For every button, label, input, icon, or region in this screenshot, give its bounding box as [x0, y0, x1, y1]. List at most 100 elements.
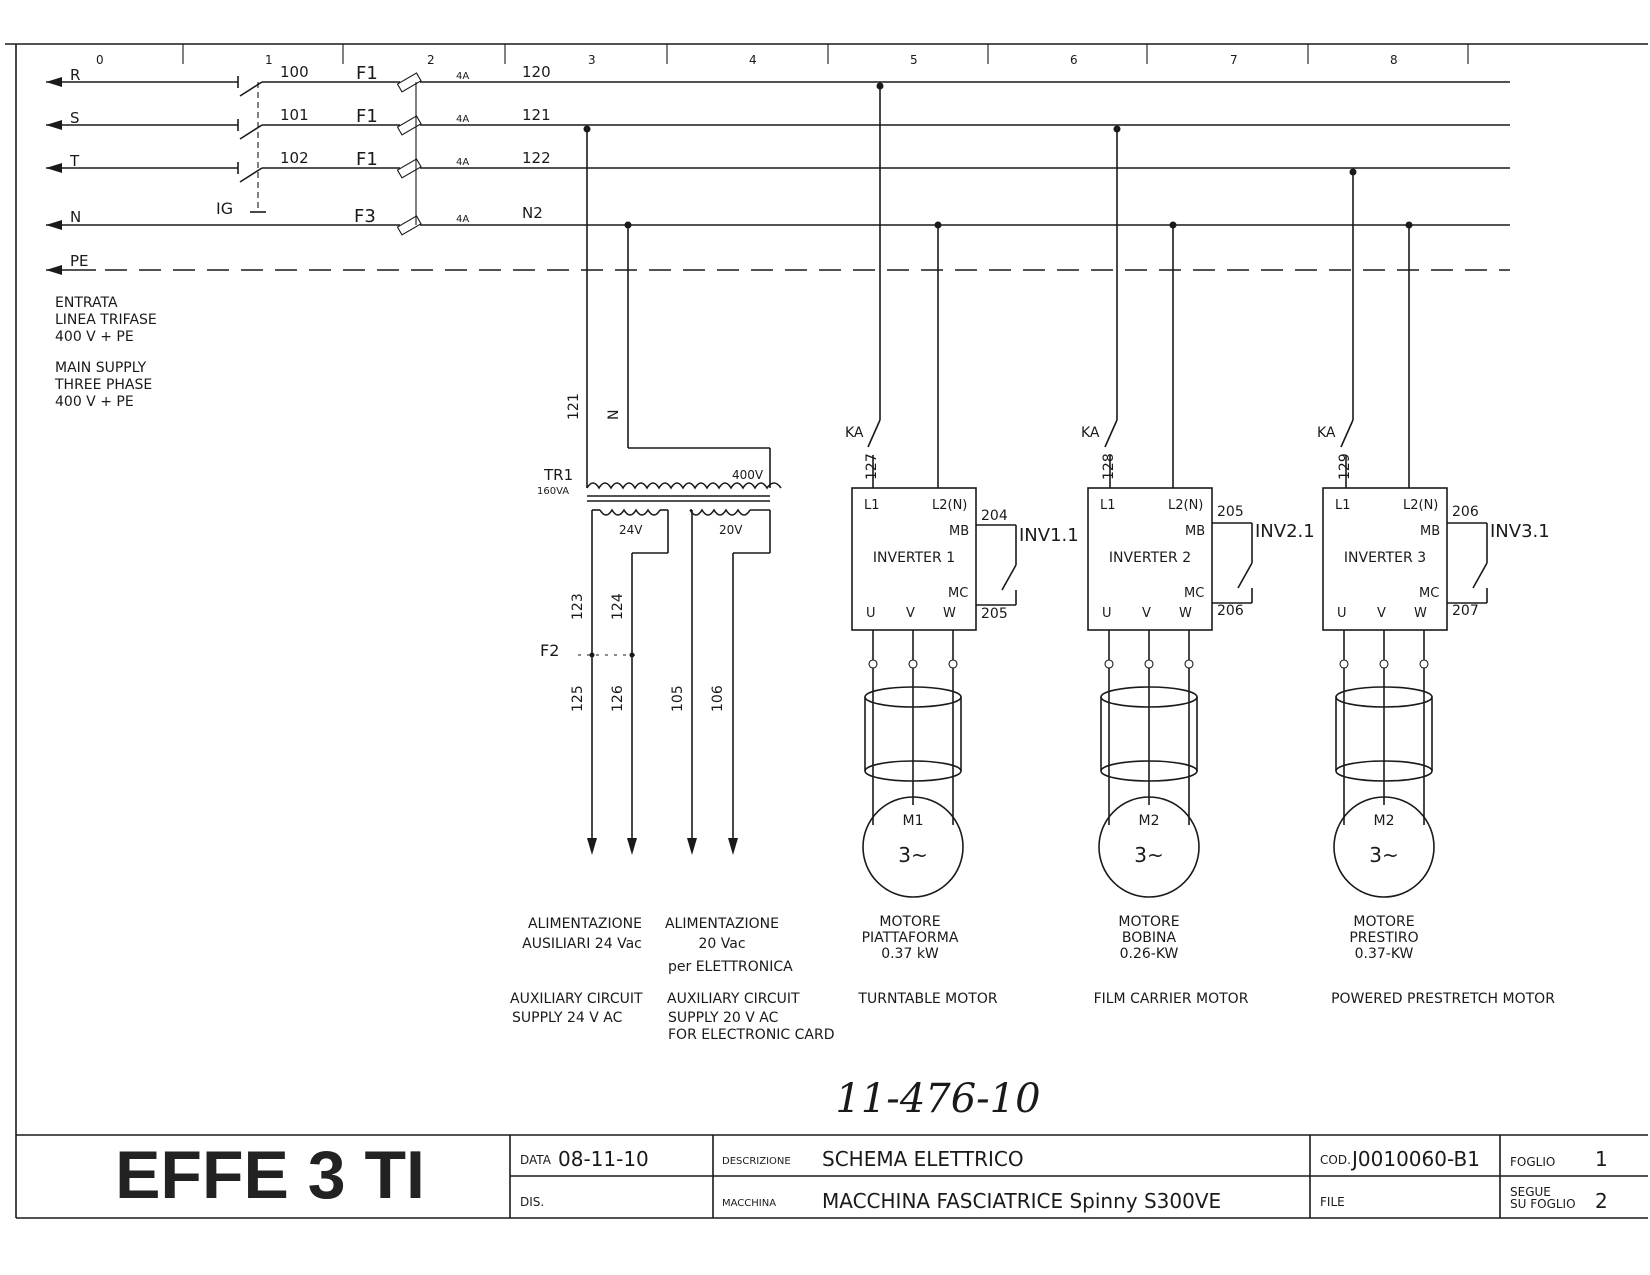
inverter-3-branch: KA 129 L1 L2(N) MB MC INVERTER 3 U V W 2…: [1317, 172, 1555, 1007]
phase-name: T: [69, 152, 80, 170]
wire-number: N: [606, 410, 622, 420]
column-number: 7: [1230, 53, 1238, 67]
svg-text:FILM CARRIER MOTOR: FILM CARRIER MOTOR: [1094, 991, 1249, 1007]
contact-label: KA: [845, 425, 864, 441]
svg-text:400 V + PE: 400 V + PE: [55, 329, 134, 345]
wire-number: N2: [522, 204, 543, 222]
wire-number: 127: [864, 453, 880, 480]
next-sheet-number: 2: [1595, 1189, 1608, 1213]
wire-number: 205: [1217, 504, 1244, 520]
column-number: 4: [749, 53, 757, 67]
svg-text:MB: MB: [1420, 524, 1440, 539]
arrow-icon: [728, 838, 738, 855]
column-number: 8: [1390, 53, 1398, 67]
svg-text:W: W: [943, 606, 956, 621]
motor-icon: [1098, 796, 1200, 898]
svg-text:0.37-KW: 0.37-KW: [1355, 946, 1414, 962]
wire-number: 101: [280, 106, 309, 124]
svg-text:400 V + PE: 400 V + PE: [55, 394, 134, 410]
motor-symbol: 3~: [1134, 843, 1163, 867]
relay-label: INV2.1: [1255, 521, 1315, 542]
column-number: 0: [96, 53, 104, 67]
fuse-label: F1: [356, 63, 378, 84]
svg-text:L2(N): L2(N): [1403, 498, 1438, 513]
column-ruler: 0 1 2 3 4 5 6 7 8: [96, 44, 1469, 67]
inverter-box: [851, 487, 977, 631]
svg-text:L1: L1: [864, 498, 880, 513]
svg-text:MOTORE: MOTORE: [1118, 914, 1179, 930]
svg-text:AUSILIARI 24 Vac: AUSILIARI 24 Vac: [522, 936, 642, 952]
svg-text:PIATTAFORMA: PIATTAFORMA: [862, 930, 959, 946]
wire-number: 123: [570, 593, 586, 620]
phase-name: R: [70, 66, 80, 84]
column-number: 2: [427, 53, 435, 67]
svg-text:U: U: [1102, 606, 1112, 621]
date-value: 08-11-10: [558, 1147, 649, 1171]
svg-text:W: W: [1179, 606, 1192, 621]
svg-text:0.37 kW: 0.37 kW: [881, 946, 939, 962]
inverter-title: INVERTER 1: [873, 550, 955, 566]
svg-text:L1: L1: [1335, 498, 1351, 513]
wire-number: 205: [981, 606, 1008, 622]
fuse-rating: 4A: [456, 157, 469, 168]
wire-number: 121: [566, 393, 582, 420]
handwritten-code: 11-476-10: [835, 1076, 1040, 1122]
svg-text:SUPPLY 24 V AC: SUPPLY 24 V AC: [512, 1010, 623, 1026]
company-logo: EFFE 3 TI: [115, 1137, 425, 1213]
svg-text:DIS.: DIS.: [520, 1195, 544, 1209]
secondary-voltage: 24V: [619, 523, 643, 537]
motor-symbol: 3~: [1369, 843, 1398, 867]
svg-text:V: V: [906, 606, 915, 621]
wire-number: 129: [1337, 453, 1353, 480]
relay-label: INV3.1: [1490, 521, 1550, 542]
wire-number: 102: [280, 149, 309, 167]
phase-labels: R S T N PE 100 101 102 F1 F1 F1 F3 4A 4A…: [69, 63, 551, 270]
svg-text:per ELETTRONICA: per ELETTRONICA: [668, 959, 793, 975]
motor-icon: [862, 796, 964, 898]
supply-note: ENTRATA LINEA TRIFASE 400 V + PE MAIN SU…: [54, 295, 157, 410]
svg-text:SUPPLY 20 V AC: SUPPLY 20 V AC: [668, 1010, 779, 1026]
column-number: 6: [1070, 53, 1078, 67]
svg-text:MB: MB: [1185, 524, 1205, 539]
inverter-title: INVERTER 3: [1344, 550, 1426, 566]
phase-name: S: [70, 109, 80, 127]
wire-number: 106: [710, 685, 726, 712]
fuse-rating: 4A: [456, 71, 469, 82]
motor-name: M2: [1374, 813, 1395, 829]
fuse-label: F1: [356, 106, 378, 127]
svg-text:FOR ELECTRONIC CARD: FOR ELECTRONIC CARD: [668, 1027, 835, 1043]
svg-text:MACCHINA: MACCHINA: [722, 1198, 776, 1209]
code-value: J0010060-B1: [1350, 1147, 1480, 1171]
wire-number: 105: [670, 685, 686, 712]
sheet-number: 1: [1595, 1147, 1608, 1171]
svg-text:MOTORE: MOTORE: [1353, 914, 1414, 930]
relay-label: INV1.1: [1019, 525, 1079, 546]
svg-text:L2(N): L2(N): [1168, 498, 1203, 513]
svg-text:TURNTABLE MOTOR: TURNTABLE MOTOR: [857, 991, 997, 1007]
contact-label: KA: [1317, 425, 1336, 441]
svg-text:L1: L1: [1100, 498, 1116, 513]
svg-text:0.26-KW: 0.26-KW: [1120, 946, 1179, 962]
secondary-voltage: 20V: [719, 523, 743, 537]
aux-supply-notes: ALIMENTAZIONE AUSILIARI 24 Vac AUXILIARY…: [510, 916, 835, 1043]
svg-text:MOTORE: MOTORE: [879, 914, 940, 930]
wire-number: 120: [522, 63, 551, 81]
svg-text:MC: MC: [1419, 586, 1439, 601]
svg-text:MB: MB: [949, 524, 969, 539]
main-switch-label: IG: [216, 199, 233, 218]
column-number: 5: [910, 53, 918, 67]
wire-number: 100: [280, 63, 309, 81]
machine-value: MACCHINA FASCIATRICE Spinny S300VE: [822, 1189, 1221, 1213]
motor-icon: [1333, 796, 1435, 898]
motor-name: M2: [1139, 813, 1160, 829]
svg-text:AUXILIARY CIRCUIT: AUXILIARY CIRCUIT: [510, 991, 643, 1007]
svg-text:FILE: FILE: [1320, 1195, 1345, 1209]
wire-number: 122: [522, 149, 551, 167]
svg-text:L2(N): L2(N): [932, 498, 967, 513]
svg-text:DATA: DATA: [520, 1153, 552, 1167]
motor-name: M1: [903, 813, 924, 829]
wire-number: 204: [981, 508, 1008, 524]
title-block: EFFE 3 TI DATA 08-11-10 DIS. DESCRIZIONE…: [16, 1134, 1648, 1218]
wire-number: 126: [610, 685, 626, 712]
svg-text:MC: MC: [948, 586, 968, 601]
